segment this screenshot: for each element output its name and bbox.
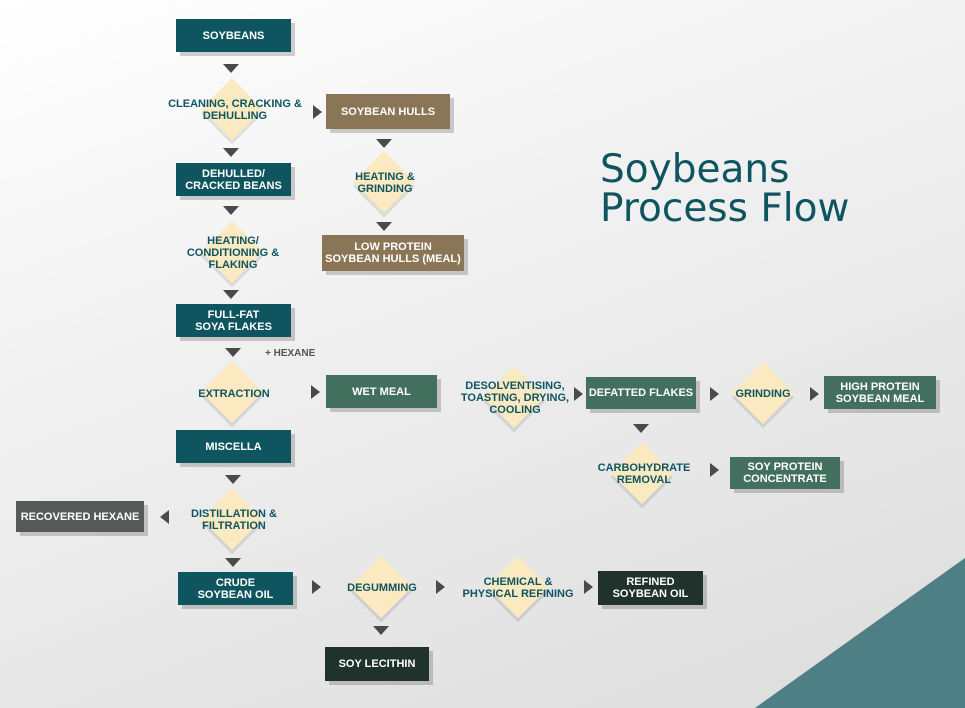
arrow-right-icon xyxy=(810,387,819,401)
step-heating-grinding-label: HEATING & GRINDING xyxy=(355,171,415,195)
arrow-right-icon xyxy=(710,463,719,477)
step-distillation-label: DISTILLATION & FILTRATION xyxy=(191,508,277,532)
step-grinding-label: GRINDING xyxy=(735,388,791,400)
arrow-down-icon xyxy=(633,424,649,433)
box-soybeans: SOYBEANS xyxy=(176,19,291,52)
arrow-down-icon xyxy=(223,148,239,157)
box-miscella: MISCELLA xyxy=(176,430,291,463)
box-crude-soybean-oil: CRUDE SOYBEAN OIL xyxy=(178,572,293,605)
box-defatted-flakes: DEFATTED FLAKES xyxy=(586,377,696,409)
box-wet-meal: WET MEAL xyxy=(326,375,437,408)
arrow-right-icon xyxy=(710,387,719,401)
page-title: Soybeans Process Flow xyxy=(600,147,850,231)
step-degumming-label: DEGUMMING xyxy=(347,582,417,594)
box-full-fat-soya-flakes: FULL-FAT SOYA FLAKES xyxy=(176,304,291,337)
arrow-right-icon xyxy=(311,385,320,399)
arrow-down-icon xyxy=(223,206,239,215)
arrow-right-icon xyxy=(584,580,593,594)
box-soy-lecithin: SOY LECITHIN xyxy=(325,647,429,681)
step-extraction-label: EXTRACTION xyxy=(198,388,270,400)
arrow-down-icon xyxy=(373,626,389,635)
box-high-protein-soybean-meal: HIGH PROTEIN SOYBEAN MEAL xyxy=(824,376,936,409)
box-low-protein-hulls: LOW PROTEIN SOYBEAN HULLS (MEAL) xyxy=(322,235,464,271)
step-desolventising-label: DESOLVENTISING, TOASTING, DRYING, COOLIN… xyxy=(460,380,570,416)
arrow-down-icon xyxy=(225,348,241,357)
arrow-right-icon xyxy=(436,580,445,594)
box-soybean-hulls: SOYBEAN HULLS xyxy=(326,94,450,129)
step-refining-label: CHEMICAL & PHYSICAL REFINING xyxy=(462,576,574,600)
step-carbohydrate-label: CARBOHYDRATE REMOVAL xyxy=(597,462,691,486)
box-dehulled-cracked-beans: DEHULLED/ CRACKED BEANS xyxy=(176,163,291,196)
arrow-right-icon xyxy=(312,580,321,594)
box-refined-soybean-oil: REFINED SOYBEAN OIL xyxy=(598,571,703,605)
arrow-down-icon xyxy=(376,222,392,231)
step-heating-conditioning-label: HEATING/ CONDITIONING & FLAKING xyxy=(186,235,280,271)
step-cleaning-label: CLEANING, CRACKING & DEHULLING xyxy=(168,98,302,122)
hexane-input-note: + HEXANE xyxy=(265,348,316,359)
arrow-right-icon xyxy=(574,387,583,401)
arrow-left-icon xyxy=(160,510,169,524)
arrow-down-icon xyxy=(376,139,392,148)
arrow-down-icon xyxy=(225,558,241,567)
arrow-down-icon xyxy=(223,290,239,299)
box-soy-protein-concentrate: SOY PROTEIN CONCENTRATE xyxy=(730,457,840,489)
corner-triangle-decoration xyxy=(755,558,965,708)
arrow-down-icon xyxy=(223,64,239,73)
arrow-right-icon xyxy=(313,105,322,119)
box-recovered-hexane: RECOVERED HEXANE xyxy=(16,501,144,532)
arrow-down-icon xyxy=(225,475,241,484)
